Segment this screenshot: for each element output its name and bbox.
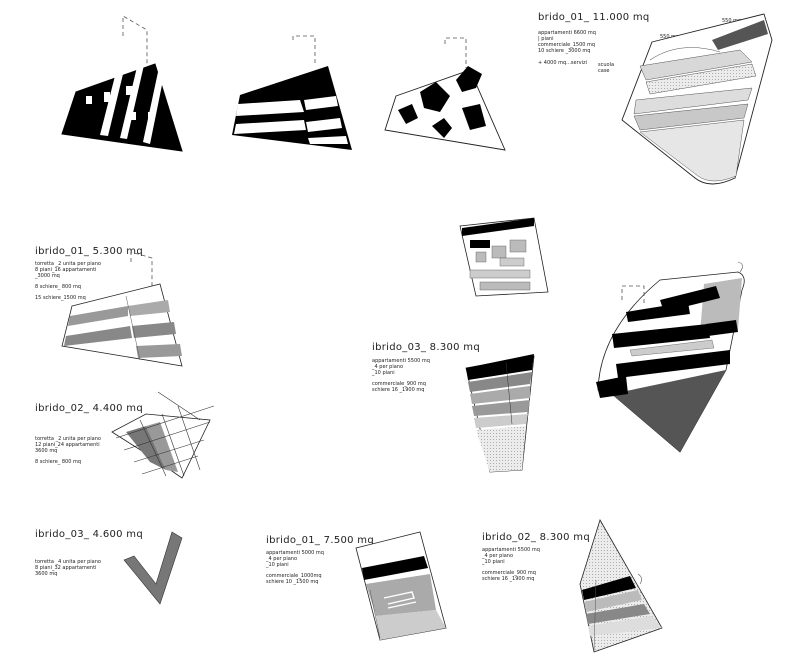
svg-text:schiere 10 _1500 mq: schiere 10 _1500 mq bbox=[266, 579, 318, 585]
site-plan-right-middle bbox=[596, 261, 745, 453]
svg-text:schiere 16 _1900 mq: schiere 16 _1900 mq bbox=[482, 576, 534, 582]
panel-ibrido-01-5300: ibrido_01_ 5.300 mq torretta _2 unita pe… bbox=[34, 246, 183, 367]
svg-text:8 schiere_ 800 mq: 8 schiere_ 800 mq bbox=[35, 284, 81, 290]
svg-text:550 mq: 550 mq bbox=[722, 18, 741, 24]
svg-text:commerciale_1500 mq: commerciale_1500 mq bbox=[538, 42, 595, 48]
svg-text:_4 per piano: _4 per piano bbox=[265, 556, 297, 562]
svg-text:_3000 mq: _3000 mq bbox=[34, 273, 60, 279]
svg-text:commerciale_900 mq: commerciale_900 mq bbox=[372, 381, 426, 387]
svg-text:case: case bbox=[598, 68, 610, 74]
site-plan-large bbox=[621, 13, 773, 185]
svg-text:550 mq: 550 mq bbox=[660, 34, 679, 40]
svg-text:torretta _2 unita per piano: torretta _2 unita per piano bbox=[35, 261, 101, 267]
site-plan-ibrido-02-8300 bbox=[579, 519, 663, 653]
svg-text:10 schiere _3000 mq: 10 schiere _3000 mq bbox=[538, 48, 590, 54]
panel-title: ibrido_02_ 4.400 mq bbox=[35, 403, 143, 414]
svg-text:torretta _2 unita per piano: torretta _2 unita per piano bbox=[35, 436, 101, 442]
svg-text:schiere 16 _1900 mq: schiere 16 _1900 mq bbox=[372, 387, 424, 393]
svg-text:_10 piani: _10 piani bbox=[265, 562, 289, 568]
panel-title: ibrido_03_ 8.300 mq bbox=[372, 342, 480, 353]
block-study-center bbox=[459, 217, 549, 297]
panel-ibrido-02-8300: ibrido_02_ 8.300 mq appartamenti 5500 mq… bbox=[481, 519, 663, 653]
svg-text:8 piani_16 appartamenti: 8 piani_16 appartamenti bbox=[35, 267, 96, 273]
panel-brido-01-11000: brido_01_ 11.000 mq appartamenti 6600 mq… bbox=[538, 12, 773, 185]
panel-title: ibrido_01_ 7.500 mq bbox=[266, 535, 374, 546]
svg-text:15 schiere_1500 mq: 15 schiere_1500 mq bbox=[35, 295, 86, 301]
svg-text:12 piani_24 appartamenti: 12 piani_24 appartamenti bbox=[35, 442, 100, 448]
panel-ibrido-03-8300: ibrido_03_ 8.300 mq appartamenti 5500 mq… bbox=[371, 342, 535, 473]
site-plan-ibrido-01-7500 bbox=[355, 531, 447, 641]
site-study-2 bbox=[232, 35, 352, 150]
site-study-1 bbox=[61, 15, 183, 152]
panel-ibrido-03-4600: ibrido_03_ 4.600 mq torretta _4 unita pe… bbox=[35, 529, 183, 605]
panel-ibrido-02-4400: ibrido_02_ 4.400 mq torretta _2 unita pe… bbox=[35, 391, 215, 479]
svg-text:3600 mq: 3600 mq bbox=[35, 571, 57, 577]
panel-title: ibrido_02_ 8.300 mq bbox=[482, 532, 590, 543]
panel-title: brido_01_ 11.000 mq bbox=[538, 12, 650, 23]
svg-text:appartamenti 5000 mq: appartamenti 5000 mq bbox=[266, 550, 324, 556]
svg-text:8 piani_32 appartamenti: 8 piani_32 appartamenti bbox=[35, 565, 96, 571]
svg-text:_4 per piano: _4 per piano bbox=[481, 553, 513, 559]
svg-text:appartamenti 5500 mq: appartamenti 5500 mq bbox=[372, 358, 430, 364]
svg-text:appartamenti 6600 mq: appartamenti 6600 mq bbox=[538, 30, 596, 36]
site-study-3 bbox=[384, 37, 506, 151]
svg-text:_4 per piano: _4 per piano bbox=[371, 364, 403, 370]
svg-text:appartamenti 5500 mq: appartamenti 5500 mq bbox=[482, 547, 540, 553]
svg-text:commerciale_1000mq: commerciale_1000mq bbox=[266, 573, 322, 579]
svg-text:8 schiere_ 800 mq: 8 schiere_ 800 mq bbox=[35, 459, 81, 465]
site-plan-ibrido-03 bbox=[123, 531, 183, 605]
site-plan-ibrido-03-8300 bbox=[465, 354, 535, 473]
svg-text:torretta _4 unita per piano: torretta _4 unita per piano bbox=[35, 559, 101, 565]
svg-text:_10 piani: _10 piani bbox=[481, 559, 505, 565]
svg-text:scuola: scuola bbox=[598, 62, 614, 68]
svg-text:_10 piani: _10 piani bbox=[371, 370, 395, 376]
site-plan-ibrido-02 bbox=[111, 391, 215, 479]
site-plan-ibrido-01 bbox=[61, 251, 183, 367]
svg-text:+ 4000 mq...servizi: + 4000 mq...servizi bbox=[538, 60, 587, 66]
svg-text:3600 mq: 3600 mq bbox=[35, 448, 57, 454]
svg-text:| piani: | piani bbox=[538, 36, 553, 42]
panel-ibrido-01-7500: ibrido_01_ 7.500 mq appartamenti 5000 mq… bbox=[265, 531, 447, 641]
svg-text:commerciale_900 mq: commerciale_900 mq bbox=[482, 570, 536, 576]
panel-title: ibrido_03_ 4.600 mq bbox=[35, 529, 143, 540]
panel-title: ibrido_01_ 5.300 mq bbox=[35, 246, 143, 257]
